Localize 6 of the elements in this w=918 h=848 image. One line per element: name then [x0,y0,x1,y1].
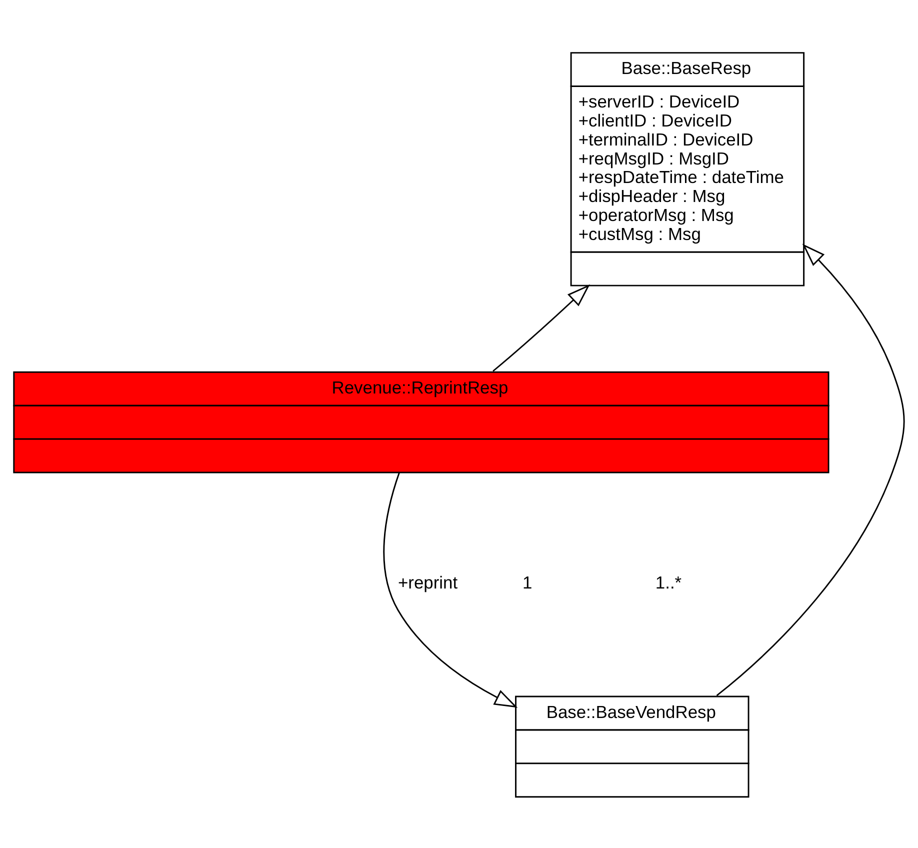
label: 1 [522,572,532,592]
arrow [492,284,590,372]
arrow [383,471,518,708]
arrow [716,243,905,696]
label: 1..* [655,572,682,592]
edge-label: +reprint [398,572,458,592]
